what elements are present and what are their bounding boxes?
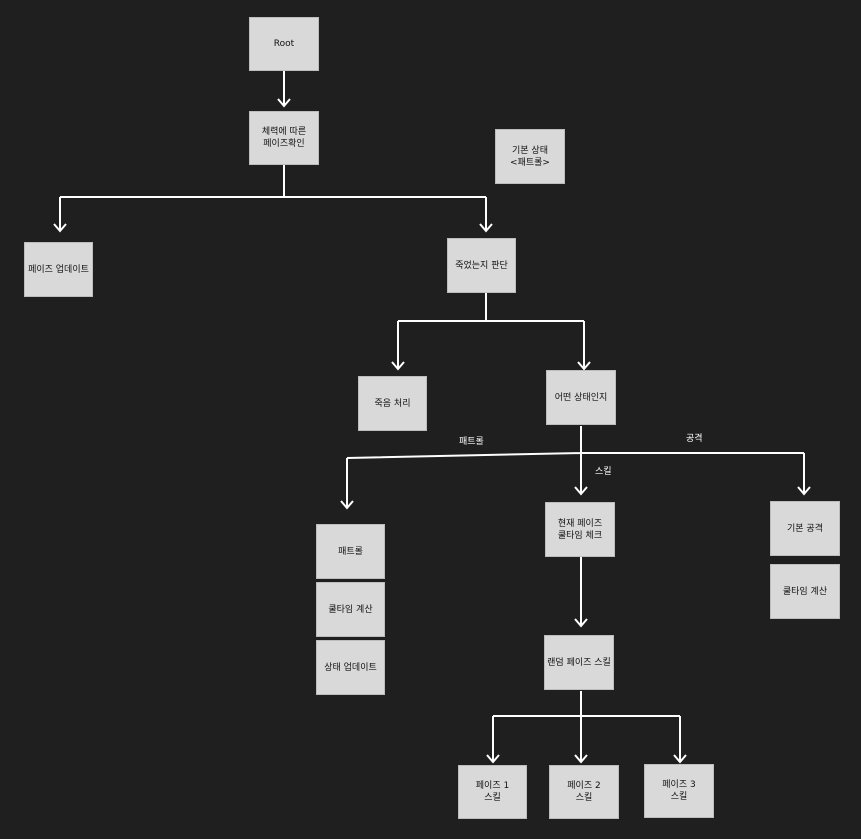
arrowhead-phase-update <box>53 223 67 233</box>
node-death-check: 죽었는지 판단 <box>447 238 516 293</box>
node-random-phase-skill: 랜덤 페이즈 스킬 <box>544 635 614 690</box>
arrowhead-basic-attack <box>797 486 811 496</box>
node-phase-cooldown-check: 현재 페이즈 쿨타임 체크 <box>545 502 615 557</box>
node-root: Root <box>249 17 319 71</box>
arrowhead-phase3-skill <box>673 754 687 764</box>
arrowhead-phase2-skill <box>574 754 588 764</box>
arrowhead-random-skill <box>574 618 588 628</box>
node-phase3-skill: 페이즈 3 스킬 <box>644 764 714 818</box>
arrowhead-phase-cooldown <box>574 486 588 496</box>
node-default-state: 기본 상태 <패트롤> <box>495 129 565 184</box>
edge-label-skill: 스킬 <box>595 467 612 477</box>
node-patrol: 패트롤 <box>316 524 385 579</box>
arrowhead-death-check <box>479 223 493 233</box>
arrowhead-phase1-skill <box>486 754 500 764</box>
node-which-state: 어떤 상태인지 <box>546 370 616 425</box>
edge-label-attack: 공격 <box>686 434 703 444</box>
arrowhead-phase-check <box>277 98 291 108</box>
node-patrol-cooldown: 쿨타임 계산 <box>316 582 385 637</box>
node-death-process: 죽음 처리 <box>358 376 427 431</box>
connector-random-skill-split <box>492 691 681 762</box>
connector-which-state-split <box>346 426 805 508</box>
connector-death-check-split <box>397 293 585 369</box>
edge-label-patrol: 패트롤 <box>459 437 484 447</box>
node-phase-check: 체력에 따른 페이즈확인 <box>249 111 319 165</box>
arrowhead-which-state <box>577 361 591 371</box>
node-phase2-skill: 페이즈 2 스킬 <box>549 765 619 819</box>
node-attack-cooldown: 쿨타임 계산 <box>770 564 840 619</box>
node-state-update: 상태 업데이트 <box>316 640 385 695</box>
node-basic-attack: 기본 공격 <box>770 501 840 556</box>
node-phase1-skill: 페이즈 1 스킬 <box>458 765 527 819</box>
arrowhead-patrol <box>340 500 354 510</box>
connector-phase-check-split <box>59 164 487 231</box>
node-phase-update: 페이즈 업데이트 <box>24 242 93 297</box>
arrowhead-death-process <box>391 361 405 371</box>
